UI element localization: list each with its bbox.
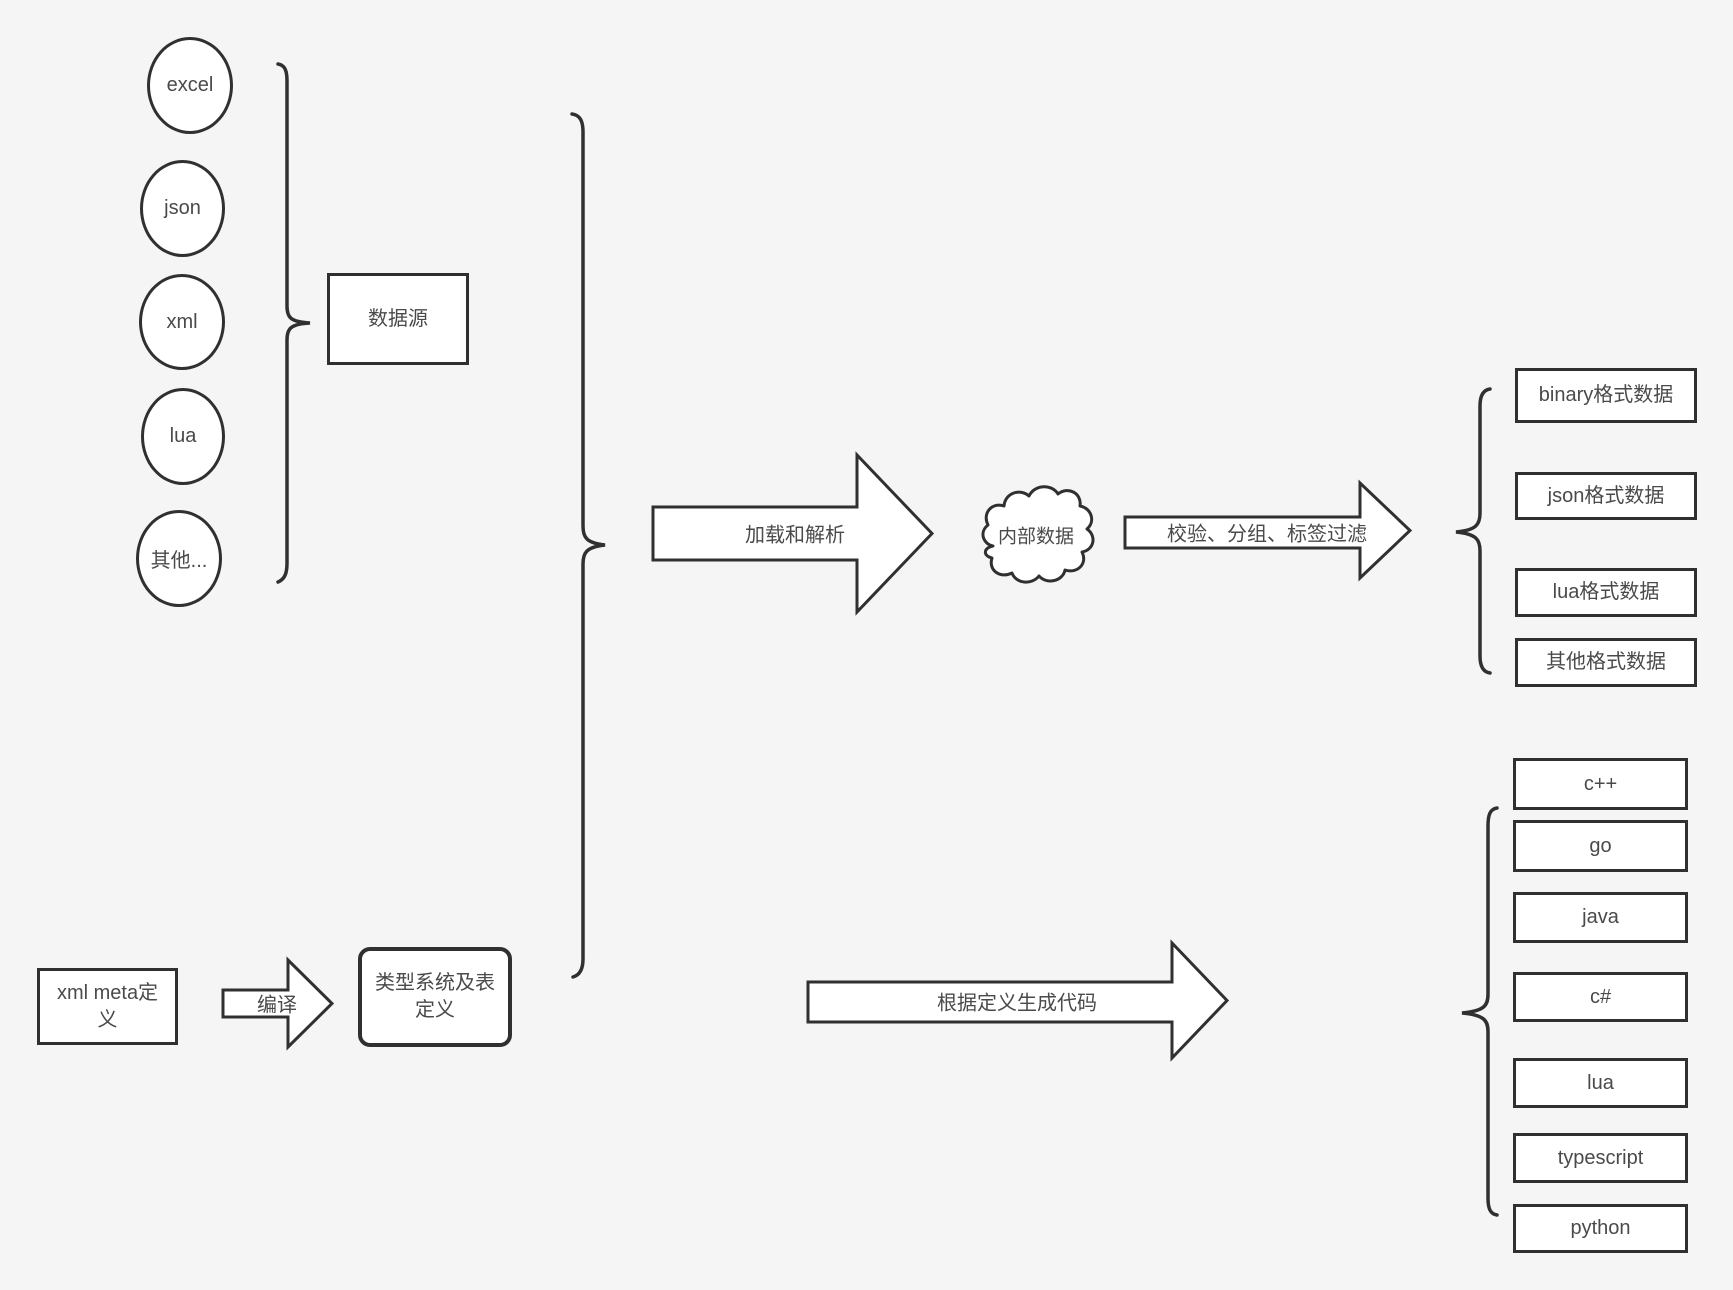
- source-node-lua-label: lua: [169, 425, 197, 447]
- datasource-box-label: 数据源: [368, 307, 428, 330]
- source-node-excel: excel: [147, 37, 233, 134]
- format-box-binary-label: binary格式数据: [1538, 384, 1674, 406]
- language-box-java-label: java: [1582, 906, 1619, 928]
- type-system-box: 类型系统及表定义: [358, 947, 512, 1047]
- languages-brace: [1461, 806, 1499, 1217]
- load-arrow: [651, 451, 935, 616]
- internal-data-cloud: [981, 485, 1095, 584]
- source-node-others: 其他...: [136, 510, 222, 607]
- language-box-python-label: python: [1570, 1217, 1631, 1239]
- source-node-json-label: json: [164, 197, 201, 219]
- format-box-others-label: 其他格式数据: [1546, 651, 1666, 673]
- language-box-python: python: [1513, 1204, 1688, 1253]
- type-system-box-label: 类型系统及表定义: [375, 972, 495, 1021]
- left-group-brace: [570, 112, 606, 979]
- language-box-cpp: c++: [1513, 758, 1688, 810]
- datasource-box: 数据源: [327, 273, 469, 365]
- filter-arrow-label: 校验、分组、标签过滤: [1167, 523, 1367, 546]
- codegen-arrow: [806, 939, 1230, 1062]
- language-box-typescript: typescript: [1513, 1133, 1688, 1183]
- language-box-cpp-label: c++: [1583, 772, 1618, 795]
- compile-arrow: [221, 956, 335, 1051]
- language-box-csharp-label: c#: [1589, 985, 1612, 1008]
- format-box-json: json格式数据: [1515, 472, 1697, 520]
- meta-definition-box: xml meta定义: [37, 968, 178, 1045]
- format-box-lua-label: lua格式数据: [1552, 581, 1660, 603]
- language-box-go-label: go: [1589, 834, 1612, 857]
- filter-arrow: [1123, 479, 1413, 582]
- language-box-csharp: c#: [1513, 972, 1688, 1022]
- format-box-lua: lua格式数据: [1515, 568, 1697, 617]
- meta-definition-box-label: xml meta定义: [56, 981, 159, 1031]
- codegen-arrow-label: 根据定义生成代码: [937, 992, 1097, 1015]
- format-box-others: 其他格式数据: [1515, 638, 1697, 687]
- format-box-json-label: json格式数据: [1547, 484, 1665, 507]
- language-box-typescript-label: typescript: [1557, 1146, 1644, 1169]
- internal-data-label: 内部数据: [997, 526, 1075, 548]
- compile-arrow-label: 编译: [257, 994, 297, 1017]
- sources-brace: [276, 62, 311, 584]
- source-node-xml-label: xml: [166, 310, 198, 333]
- source-node-excel-label: excel: [166, 74, 214, 96]
- source-node-others-label: 其他...: [150, 550, 208, 572]
- formats-brace: [1455, 387, 1492, 675]
- format-box-binary: binary格式数据: [1515, 368, 1697, 423]
- language-box-lua: lua: [1513, 1058, 1688, 1108]
- source-node-lua: lua: [141, 388, 225, 485]
- language-box-lua-label: lua: [1587, 1071, 1614, 1094]
- source-node-json: json: [140, 160, 225, 257]
- language-box-java: java: [1513, 892, 1688, 943]
- language-box-go: go: [1513, 820, 1688, 872]
- source-node-xml: xml: [139, 274, 225, 370]
- load-arrow-label: 加载和解析: [745, 524, 845, 547]
